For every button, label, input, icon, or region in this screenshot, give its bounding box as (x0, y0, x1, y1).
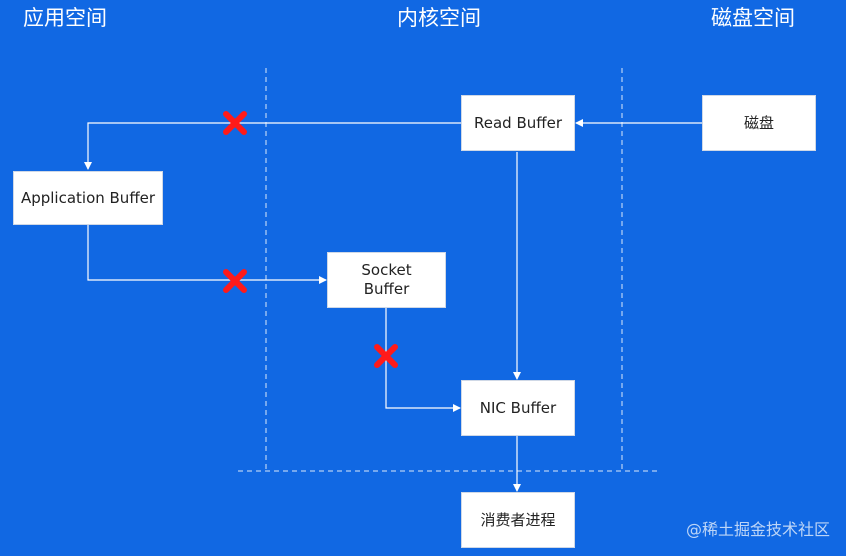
node-label: Application Buffer (20, 188, 156, 207)
node-consumer-process: 消费者进程 (461, 492, 575, 548)
node-read-buffer: Read Buffer (461, 95, 575, 151)
watermark: @稀土掘金技术社区 (685, 520, 830, 539)
cross-mark-write-path (223, 269, 247, 293)
node-label-line-2: Buffer (363, 280, 410, 298)
node-disk: 磁盘 (702, 95, 816, 151)
arrow-socket-buffer-to-nic-buffer (385, 308, 461, 412)
node-label: 磁盘 (743, 113, 774, 132)
node-label: NIC Buffer (479, 398, 557, 417)
region-title-app-space: 应用空间 (23, 6, 107, 30)
node-socket-buffer: Socket Buffer (327, 252, 446, 308)
node-application-buffer: Application Buffer (13, 171, 163, 225)
region-title-kernel-space: 内核空间 (397, 6, 481, 30)
cross-mark-read-path (223, 111, 247, 135)
arrow-application-buffer-to-socket-buffer (87, 225, 327, 284)
node-label: 消费者进程 (480, 510, 556, 529)
region-title-disk-space: 磁盘空间 (711, 6, 795, 30)
cross-mark-socket-path (374, 344, 398, 368)
arrow-read-buffer-to-application-buffer (84, 122, 461, 170)
node-nic-buffer: NIC Buffer (461, 380, 575, 436)
node-label-line-1: Socket (361, 261, 412, 279)
node-label: Read Buffer (474, 113, 562, 132)
